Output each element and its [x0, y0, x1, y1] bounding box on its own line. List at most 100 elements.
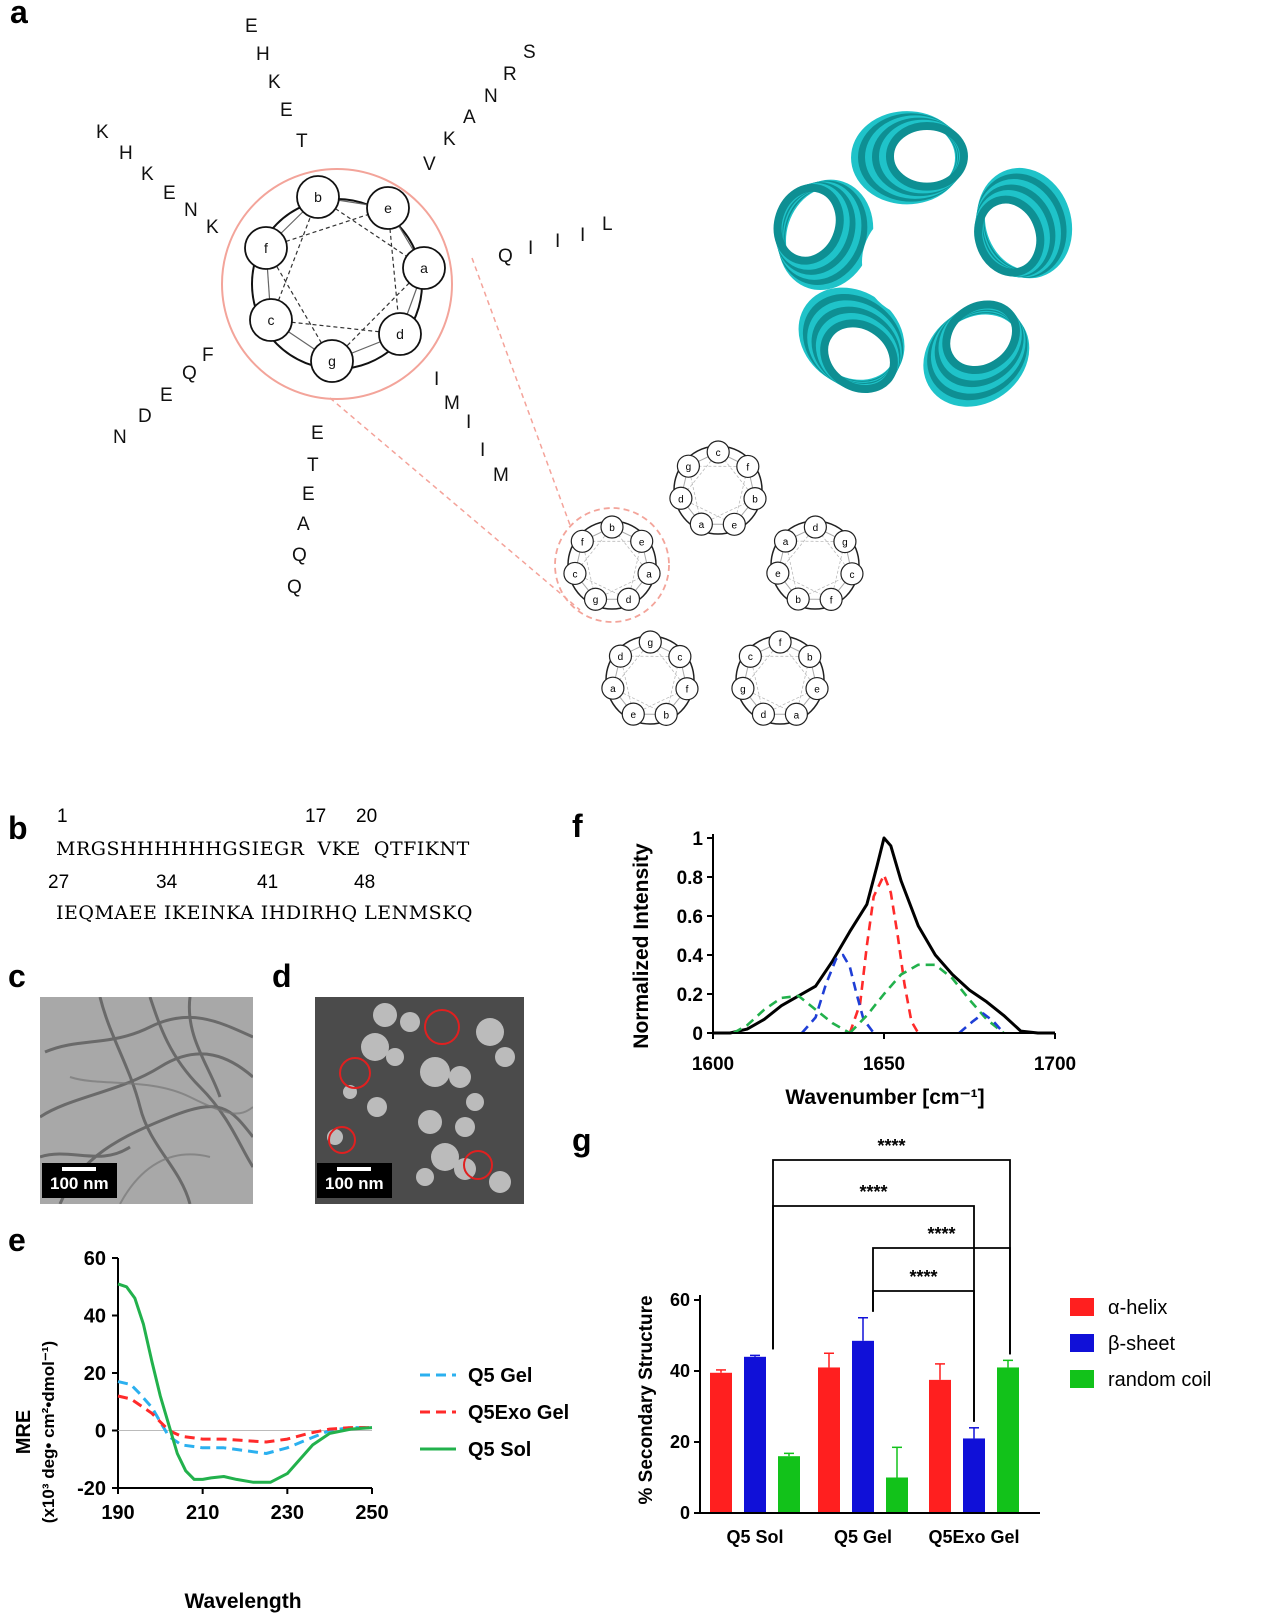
- ftir-fit-component: [848, 963, 1005, 1035]
- pentamer-pos-label: c: [748, 652, 753, 663]
- helix-ribbon-turn: [885, 121, 968, 191]
- g-bar: [778, 1456, 800, 1513]
- ftir-y-axis-label: Normalized Intensity: [630, 843, 653, 1049]
- pentamer-pos-label: b: [807, 652, 813, 663]
- ftir-fit-component: [732, 994, 851, 1035]
- sequence-row-1: MRGSHHHHHHGSIEGR VKE QTFIKNT: [56, 838, 470, 860]
- g-y-tick-label: 20: [670, 1432, 690, 1452]
- scale-bar-d: 100 nm: [317, 1163, 392, 1198]
- significance-bracket: [872, 1290, 975, 1422]
- g-bar: [929, 1379, 951, 1513]
- g-bar: [997, 1367, 1019, 1513]
- g-legend-swatch: [1070, 1298, 1094, 1316]
- helical-wheel-diagram: b e a d g c f beadgcfbeadgcfbeadgcfbeadg…: [221, 111, 1073, 726]
- pentamer-pos-label: a: [794, 710, 800, 721]
- cd-x-tick-label: 190: [101, 1502, 134, 1524]
- helix-ribbon-turn: [773, 183, 844, 265]
- wheel-pos-c: c: [268, 312, 275, 328]
- pentamer-pos-label: e: [630, 710, 636, 721]
- ftir-y-tick-label: 0.4: [677, 946, 704, 967]
- helix-ribbon-turn: [974, 195, 1045, 277]
- g-legend-label: β-sheet: [1108, 1333, 1176, 1355]
- coiled-coil-ribbon-image: [773, 111, 1073, 407]
- ftir-x-tick-label: 1600: [692, 1054, 734, 1075]
- ftir-fit-component: [848, 873, 920, 1034]
- pentamer-pos-label: c: [677, 653, 682, 664]
- g-bar: [852, 1340, 874, 1513]
- cd-series-line: [117, 1380, 372, 1455]
- wheel-pos-g: g: [328, 353, 336, 369]
- cd-legend-label: Q5Exo Gel: [468, 1402, 569, 1424]
- helix-ribbon-turn: [820, 319, 898, 394]
- cd-x-tick-label: 250: [355, 1502, 388, 1524]
- g-y-tick-label: 0: [680, 1503, 690, 1523]
- tem-image-d: 100 nm: [315, 997, 524, 1204]
- ftir-x-tick-label: 1700: [1034, 1054, 1076, 1075]
- pentamer-pos-label: d: [761, 710, 767, 721]
- g-bar: [886, 1477, 908, 1513]
- ftir-x-axis-label: Wavenumber [cm⁻¹]: [785, 1086, 984, 1109]
- g-bar: [710, 1372, 732, 1513]
- g-legend-label: α-helix: [1108, 1297, 1167, 1319]
- g-legend-swatch: [1070, 1370, 1094, 1388]
- pentamer-pos-label: e: [732, 520, 738, 531]
- cd-y-axis-label-2: (x10³ deg• cm²•dmol⁻¹): [39, 1341, 58, 1523]
- pentamer-pos-label: a: [646, 569, 652, 580]
- g-bar: [744, 1356, 766, 1513]
- panel-label-g: g: [572, 1122, 592, 1158]
- pentamer-pos-label: e: [775, 569, 781, 580]
- cd-legend-label: Q5 Sol: [468, 1439, 531, 1461]
- cd-x-axis-label: Wavelength: [184, 1590, 301, 1613]
- g-x-tick-label: Q5 Gel: [834, 1527, 892, 1547]
- pentamer-pos-label: g: [740, 684, 746, 695]
- wheel-pos-f: f: [264, 240, 268, 256]
- g-y-axis-label: % Secondary Structure: [636, 1295, 657, 1504]
- pentamer-pos-label: f: [779, 638, 782, 649]
- cd-y-tick-label: 60: [84, 1248, 106, 1270]
- pentamer-pos-label: g: [842, 538, 848, 549]
- g-y-tick-label: 40: [670, 1361, 690, 1381]
- pentamer-pos-label: c: [849, 570, 854, 581]
- g-x-tick-label: Q5 Sol: [726, 1527, 783, 1547]
- pentamer-pos-label: c: [716, 448, 721, 459]
- pentamer-pos-label: e: [639, 537, 645, 548]
- pentamer-pos-label: a: [699, 520, 705, 531]
- seq-num-20: 20: [356, 806, 378, 827]
- pentamer-pos-label: f: [581, 537, 584, 548]
- ftir-spectrum-line: [713, 836, 1055, 1035]
- panel-label-d: d: [272, 958, 292, 994]
- cd-y-tick-label: -20: [77, 1478, 106, 1500]
- significance-bracket: [872, 1247, 1011, 1355]
- seq-num-1: 1: [57, 806, 68, 827]
- significance-label: ****: [909, 1267, 937, 1287]
- panel-label-e: e: [8, 1222, 26, 1258]
- pentamer-pos-label: g: [647, 638, 653, 649]
- g-legend-label: random coil: [1108, 1369, 1211, 1391]
- pentamer-pos-label: d: [813, 523, 819, 534]
- pentamer-pos-label: b: [752, 495, 758, 506]
- wheel-pos-a: a: [420, 260, 428, 276]
- cd-series-line: [117, 1394, 372, 1444]
- cd-x-tick-label: 210: [186, 1502, 219, 1524]
- seq-num-17: 17: [305, 806, 327, 827]
- helix-ribbon-turn: [942, 300, 1020, 375]
- scale-bar-c: 100 nm: [42, 1163, 117, 1198]
- pentamer-pos-label: g: [593, 595, 599, 606]
- panel-label-a: a: [10, 0, 28, 30]
- pentamer-pos-label: d: [626, 595, 632, 606]
- ftir-fit-component: [958, 1012, 1005, 1034]
- seq-num-34: 34: [156, 872, 178, 893]
- seq-num-27: 27: [48, 872, 70, 893]
- pentamer-pos-label: a: [610, 684, 616, 695]
- ftir-fit-component: [800, 953, 875, 1034]
- pentamer-pos-label: f: [830, 595, 833, 606]
- pentamer-pos-label: f: [686, 685, 689, 696]
- ftir-y-tick-label: 0.8: [677, 868, 703, 889]
- significance-label: ****: [927, 1224, 955, 1244]
- pentamer-pos-label: a: [783, 537, 789, 548]
- ftir-x-tick-label: 1650: [863, 1054, 905, 1075]
- cd-y-tick-label: 0: [95, 1421, 106, 1443]
- sequence-row-2: IEQMAEE IKEINKA IHDIRHQ LENMSKQ: [56, 902, 473, 924]
